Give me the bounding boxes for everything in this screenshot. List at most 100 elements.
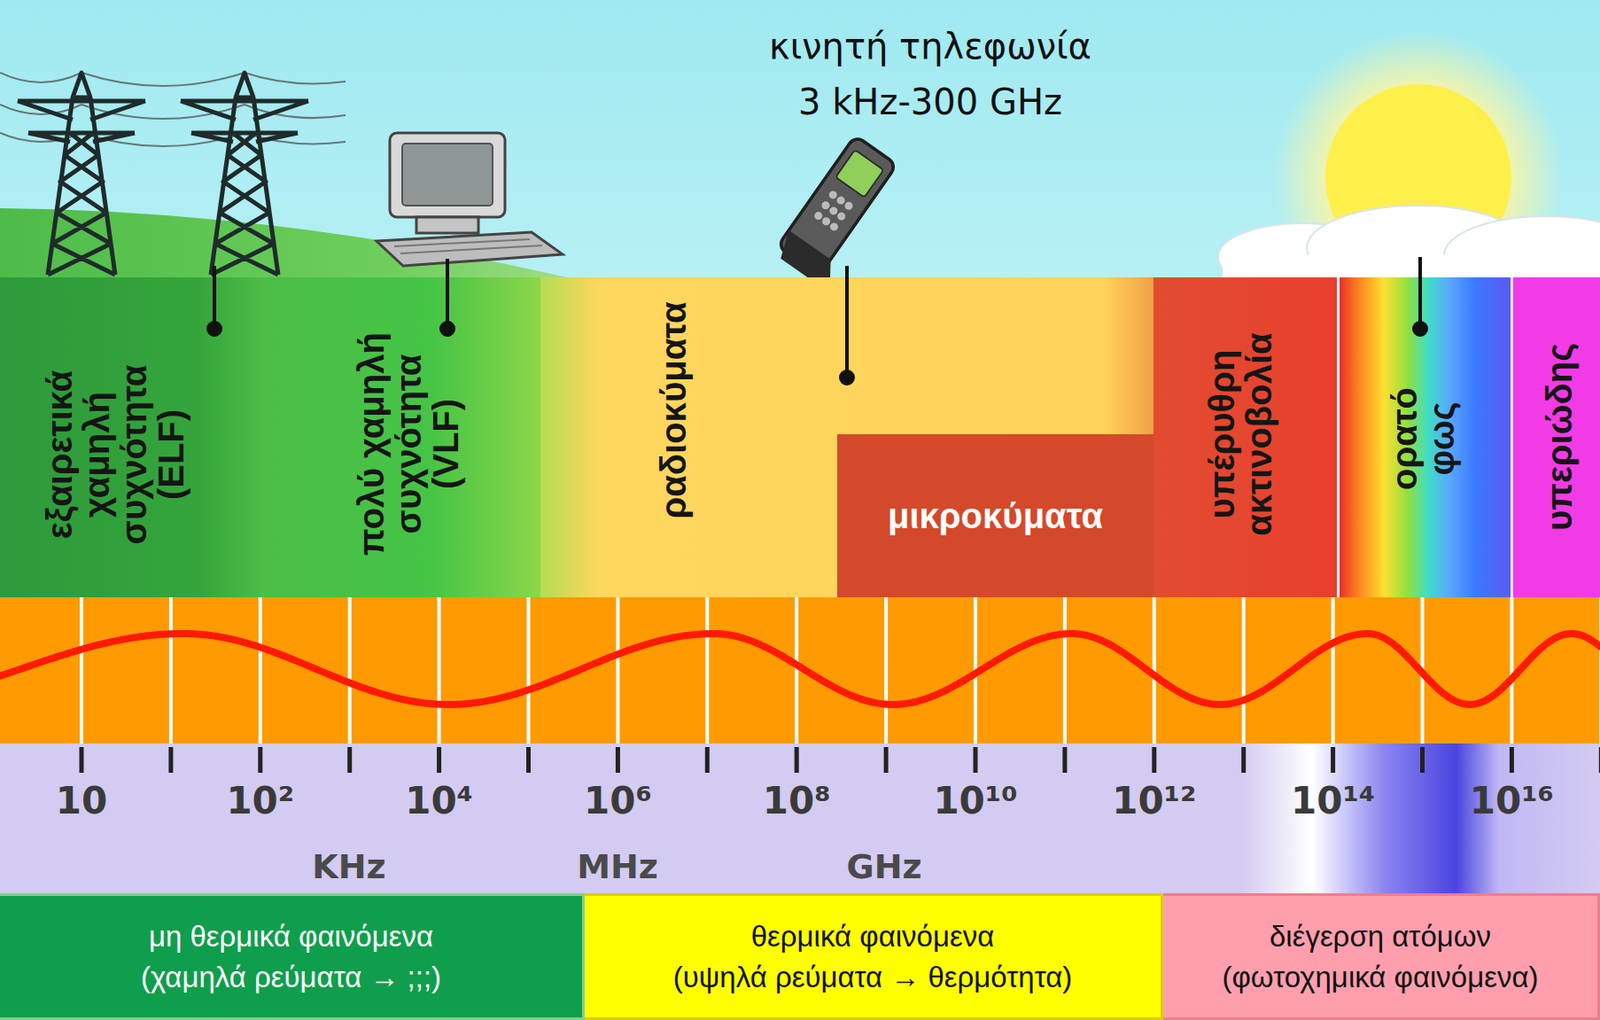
mobile-phone-icon xyxy=(835,149,884,198)
axis-tick xyxy=(257,746,263,773)
band-label: πολύ χαμηλή συχνότητα (VLF) xyxy=(352,315,465,573)
effect-box: μη θερμικά φαινόμενα(χαμηλά ρεύματα → ;;… xyxy=(0,893,585,1020)
leader-line xyxy=(208,322,221,335)
grid-line xyxy=(705,597,709,744)
microwave-band: μικροκύματα xyxy=(837,434,1154,598)
grid-line xyxy=(1509,597,1514,744)
axis-tick xyxy=(79,746,85,773)
computer-icon xyxy=(376,132,563,266)
visible-band: ορατό φως xyxy=(1336,277,1511,598)
band-label: μικροκύματα xyxy=(887,495,1103,536)
leader-line xyxy=(208,256,1427,384)
grid-line xyxy=(169,597,173,744)
computer-icon xyxy=(394,239,543,254)
axis-label: 10⁸ xyxy=(762,780,832,822)
axis-tick xyxy=(81,746,1600,773)
mobile-phone-icon xyxy=(827,189,839,202)
power-line xyxy=(0,72,346,86)
effect-box: διέγερση ατόμων (φωτοχημικά φαινόμενα) xyxy=(1163,893,1600,1020)
band-label: ορατό φως xyxy=(1385,372,1461,505)
grid-line xyxy=(1242,597,1246,744)
axis-tick xyxy=(1241,746,1246,773)
mobile-phone-icon xyxy=(828,221,840,234)
grid-line xyxy=(884,597,888,744)
frequency-axis xyxy=(0,743,1600,894)
ultraviolet-band: υπεριώδης xyxy=(1510,277,1600,598)
power-line xyxy=(180,72,309,275)
vlf-band: πολύ χαμηλή συχνότητα (VLF) xyxy=(265,277,541,598)
power-line xyxy=(17,72,146,275)
effect-note: (υψηλά ρεύματα → θερμότητα) xyxy=(673,960,1073,995)
axis-tick xyxy=(1151,746,1157,773)
mobile-phone-icon xyxy=(835,210,847,223)
mobile-phone-icon xyxy=(828,205,840,218)
grid-line xyxy=(1063,597,1067,744)
leader-line xyxy=(441,322,454,335)
axis-label: 10¹⁰ xyxy=(932,780,1018,822)
axis-label: 10¹⁴ xyxy=(1290,780,1375,822)
axis-tick xyxy=(615,746,621,773)
sky-ground xyxy=(0,208,567,278)
computer-icon xyxy=(376,232,563,266)
band-label: υπεριώδης xyxy=(1540,308,1578,566)
grid-line xyxy=(527,597,531,744)
mobile-phone-icon xyxy=(772,135,912,294)
grid-line xyxy=(348,597,352,744)
mobile-phone-icon xyxy=(812,209,824,222)
mobile-phone-icon xyxy=(843,200,855,212)
grid-line xyxy=(615,597,620,744)
axis-tick xyxy=(436,746,442,773)
wave-line xyxy=(0,633,1600,705)
axis-tick xyxy=(1509,746,1515,773)
axis-tick xyxy=(884,746,889,773)
axis-tick xyxy=(347,746,352,773)
frequency-axis xyxy=(1240,743,1600,894)
infrared-band: υπέρυθρη ακτινοβολία xyxy=(1153,277,1337,598)
leader-line xyxy=(212,265,217,329)
unit-label: KHz xyxy=(311,848,386,886)
leader-line xyxy=(840,371,854,384)
mobile-phone-icon xyxy=(820,215,832,227)
axis-tick xyxy=(168,746,173,773)
effect-note: (φωτοχημικά φαινόμενα) xyxy=(1221,960,1538,995)
grid-line xyxy=(794,597,799,744)
unit-label: GHz xyxy=(846,848,922,886)
grid-line xyxy=(1331,597,1336,744)
axis-tick xyxy=(1062,746,1067,773)
computer-icon xyxy=(402,143,493,206)
leader-line xyxy=(1418,256,1422,329)
unit-label: MHz xyxy=(576,848,659,886)
grid-line xyxy=(258,597,263,744)
leader-line xyxy=(445,258,450,329)
axis-label: 10 xyxy=(55,780,108,822)
grid-line xyxy=(79,597,84,744)
power-line xyxy=(0,72,346,275)
axis-label: 10⁴ xyxy=(404,780,474,822)
axis-tick xyxy=(973,746,979,773)
effect-heading: θερμικά φαινόμενα xyxy=(751,919,995,954)
computer-icon xyxy=(416,217,479,234)
effect-heading: διέγερση ατόμων xyxy=(1269,919,1492,954)
frequency-axis xyxy=(0,743,1600,894)
computer-icon xyxy=(389,132,505,218)
leader-line xyxy=(1413,322,1427,335)
band-label: ραδιοκύματα xyxy=(654,264,692,557)
sun-cloud-icon xyxy=(1222,255,1600,278)
mobile-phone-icon xyxy=(820,199,832,211)
mobile-phone-icon xyxy=(835,194,847,207)
wave-strip xyxy=(0,597,1600,744)
axis-label: 10² xyxy=(225,780,295,822)
grid-line xyxy=(437,597,442,744)
caption-label: 3 kHz-300 GHz xyxy=(798,82,1063,122)
wave-strip xyxy=(0,597,1600,744)
band-label: υπέρυθρη ακτινοβολία xyxy=(1203,305,1278,563)
radio-band: μικροκύματαραδιοκύματα xyxy=(540,277,1154,598)
axis-label: 10⁶ xyxy=(583,780,653,822)
effect-note: (χαμηλά ρεύματα → ;;;) xyxy=(140,960,442,995)
axis-tick xyxy=(1330,746,1336,773)
caption-label: κινητή τηλεφωνία xyxy=(768,26,1092,66)
grid-line xyxy=(81,597,1600,744)
axis-tick xyxy=(705,746,710,773)
